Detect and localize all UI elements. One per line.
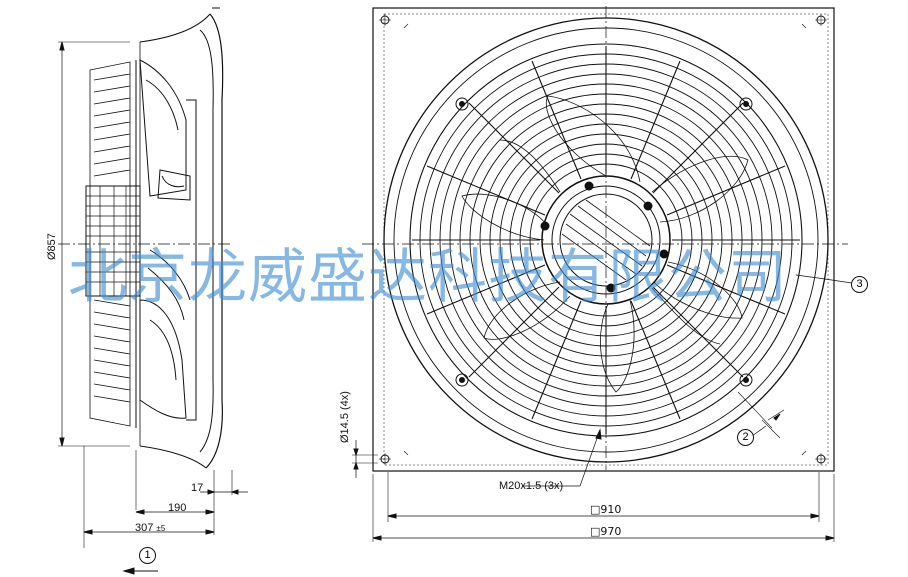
square-970-label: □970 xyxy=(590,525,622,538)
fan-blades xyxy=(461,95,749,393)
guard-struts xyxy=(412,46,800,434)
dim-307-label: 307 ±5 xyxy=(135,523,165,534)
dim-17-label: 17 xyxy=(191,482,204,494)
front-view xyxy=(352,6,853,542)
diameter-fan-label: Ø857 xyxy=(46,233,58,260)
callout-2: 2 xyxy=(737,429,754,446)
dim-190-label: 190 xyxy=(168,502,187,514)
dim-307-tolerance: ±5 xyxy=(156,524,166,533)
hole-diameter-label: Ø14.5 (4x) xyxy=(339,391,351,443)
thread-label: M20x1.5 (3x) xyxy=(499,480,564,492)
callout-1: 1 xyxy=(139,547,156,564)
dim-307-value: 307 xyxy=(135,522,154,534)
ring-mounts xyxy=(455,97,753,387)
callout-3: 3 xyxy=(851,276,868,293)
square-910-label: □910 xyxy=(590,503,622,516)
hub-outer xyxy=(541,175,671,305)
side-view xyxy=(58,7,248,575)
